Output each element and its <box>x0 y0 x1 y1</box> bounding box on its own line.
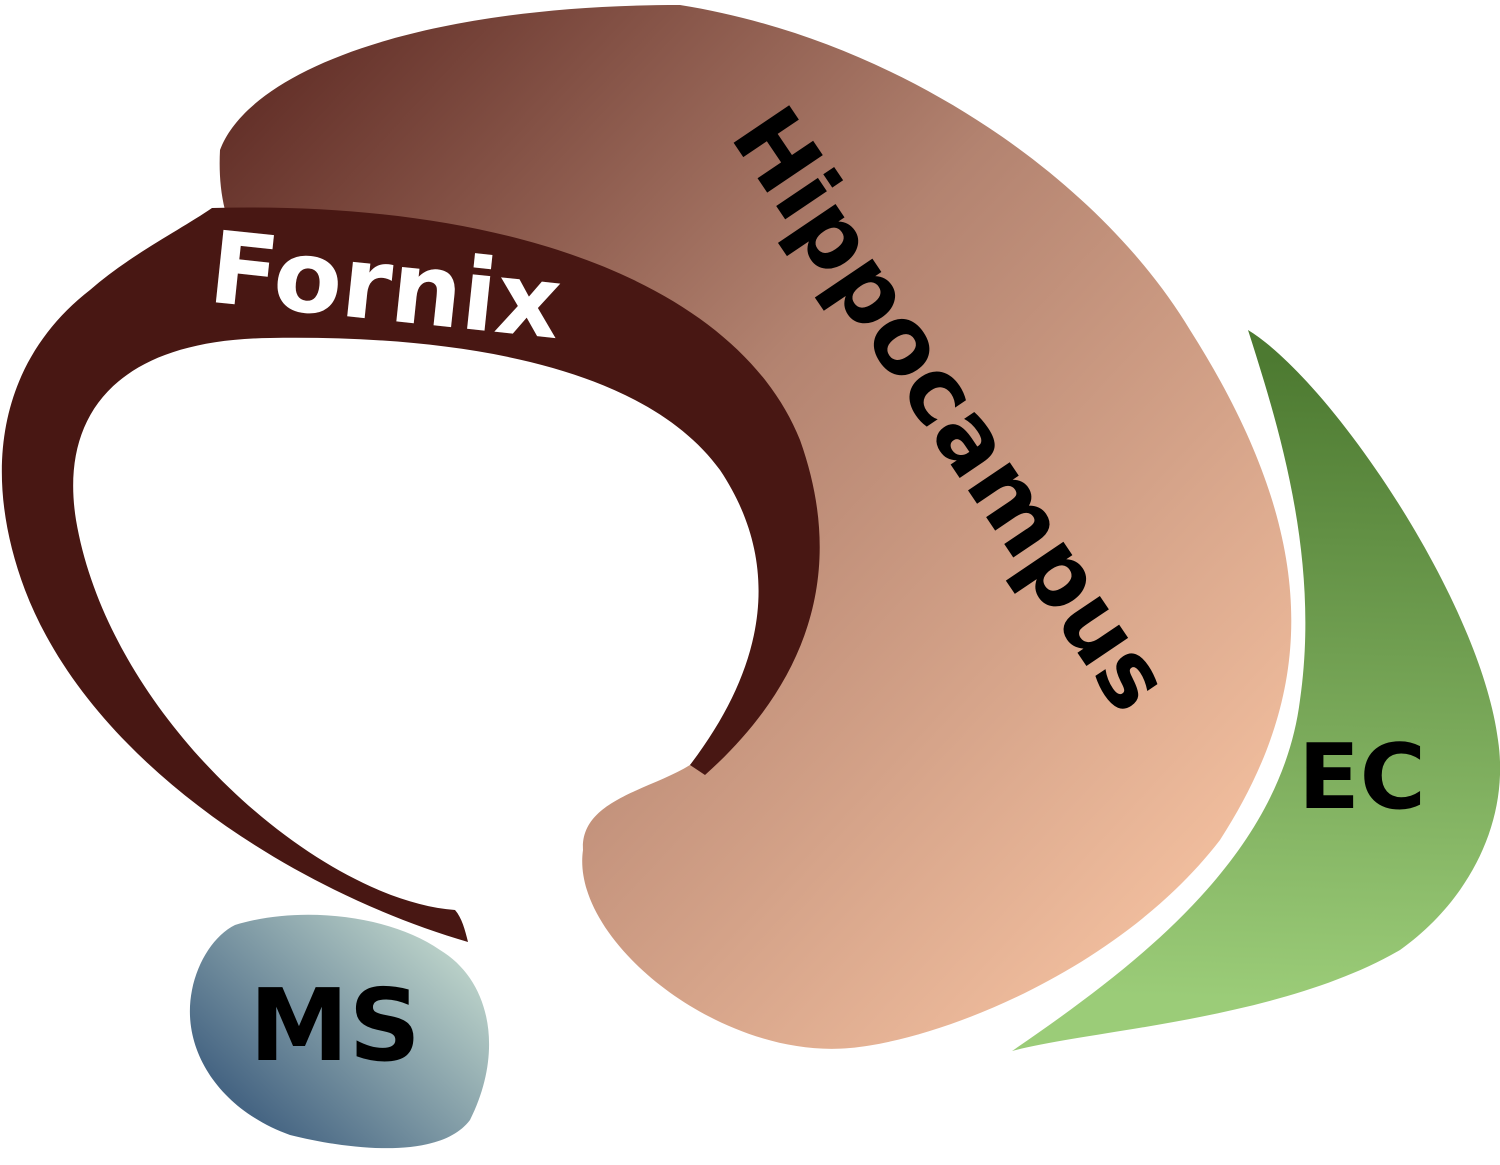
ec-shape <box>1012 330 1500 1051</box>
ms-label: MS <box>249 967 421 1084</box>
ms-shape <box>189 914 490 1149</box>
ec-label: EC <box>1298 725 1426 830</box>
